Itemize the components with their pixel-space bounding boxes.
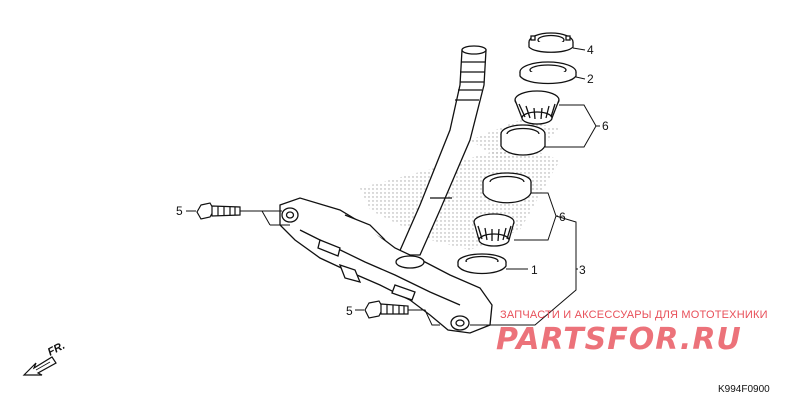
leader-lines [186, 47, 600, 326]
steering-stem-clamp [279, 197, 493, 334]
lower-race [482, 172, 532, 204]
callout-1: 1 [531, 263, 538, 277]
callout-2: 2 [587, 72, 594, 86]
bolt-upper [196, 202, 241, 220]
dust-seal-lower [457, 253, 507, 275]
upper-race [500, 124, 546, 156]
diagram-code: K994F0900 [718, 384, 770, 395]
callout-6-upper: 6 [602, 119, 609, 133]
watermark-tagline: ЗАПЧАСТИ И АКСЕССУАРЫ ДЛЯ МОТОТЕХНИКИ [500, 309, 768, 321]
upper-bearing [514, 90, 560, 125]
steering-stem-shaft [397, 45, 487, 256]
front-direction-label: FR. [46, 340, 67, 359]
lower-bearing [473, 213, 515, 247]
dust-seal-upper [519, 61, 577, 85]
callout-5-upper: 5 [176, 204, 183, 218]
callout-3: 3 [579, 263, 586, 277]
front-arrow-icon [22, 356, 57, 376]
callout-4: 4 [587, 43, 594, 57]
stem-nut [528, 32, 574, 53]
callout-5-lower: 5 [346, 304, 353, 318]
watermark-logo: PARTSFOR.RU [496, 322, 742, 357]
bolt-lower [364, 300, 409, 319]
callout-6-lower: 6 [559, 210, 566, 224]
